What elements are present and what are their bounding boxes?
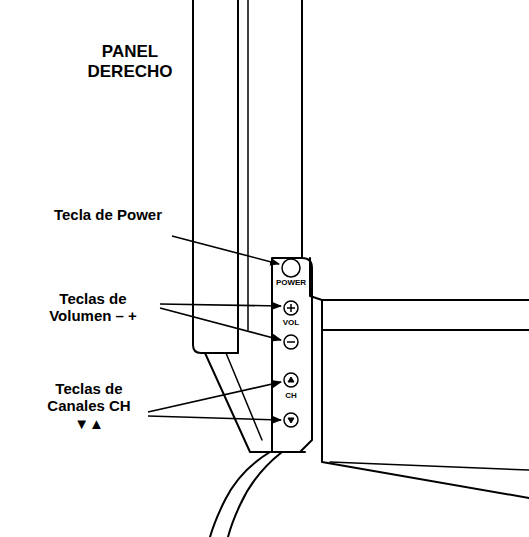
leader-arrow xyxy=(148,382,281,412)
button-label: CH xyxy=(271,391,311,400)
cabinet-edge xyxy=(322,299,529,301)
stand xyxy=(205,353,305,452)
minus-symbol xyxy=(287,341,295,343)
cabinet-edge xyxy=(310,258,529,330)
leader-arrow xyxy=(148,416,281,420)
cabinet-edge xyxy=(301,0,303,258)
channel-down-button xyxy=(284,413,298,427)
cabinet-base xyxy=(322,330,529,498)
cabinet-base xyxy=(330,462,529,470)
button-panel xyxy=(272,258,312,452)
cabinet-edge xyxy=(247,0,249,330)
leader-arrow xyxy=(172,236,279,264)
callout-label: Tecla de Power xyxy=(48,206,168,223)
button-label: VOL xyxy=(271,318,311,327)
panel-title: PANEL DERECHO xyxy=(80,42,180,81)
volume-down-button xyxy=(284,335,298,349)
down-symbol xyxy=(288,418,294,423)
callout-label: Teclas de Volumen – + xyxy=(30,290,156,325)
leader-arrow xyxy=(160,304,281,306)
button-label: POWER xyxy=(266,278,316,287)
power-cord xyxy=(228,452,282,537)
callout-label: Teclas de Canales CH ▼▲ xyxy=(34,380,144,432)
cabinet-edge xyxy=(193,0,238,353)
leader-arrow xyxy=(160,308,281,340)
cabinet-edge xyxy=(237,0,239,353)
power-button xyxy=(282,259,300,277)
channel-up-button xyxy=(284,373,298,387)
up-symbol xyxy=(288,377,294,382)
stand xyxy=(226,353,262,440)
power-cord xyxy=(210,452,270,537)
volume-up-button xyxy=(284,301,298,315)
plus-symbol xyxy=(287,304,295,312)
